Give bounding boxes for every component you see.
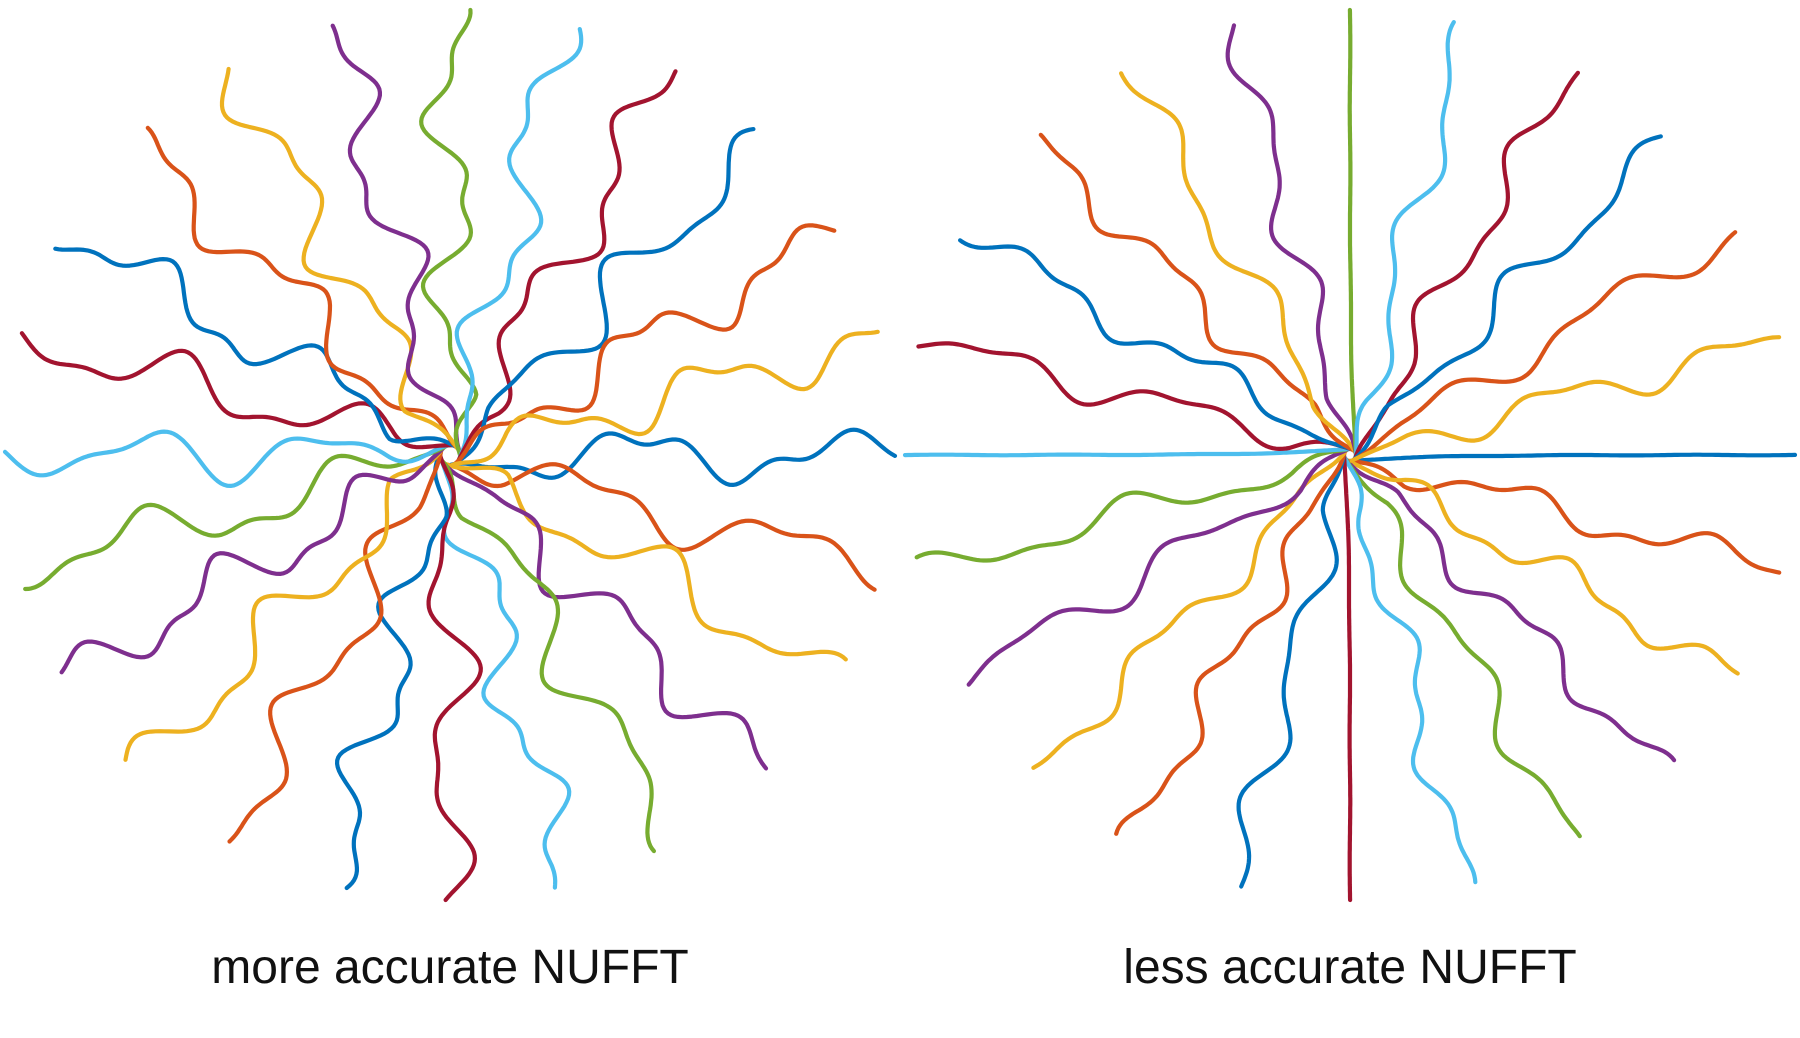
trajectory-spoke	[1236, 451, 1347, 889]
panel-more-accurate: more accurate NUFFT	[2, 7, 898, 994]
trajectory-spoke	[123, 445, 445, 762]
trajectory-spoke	[227, 447, 444, 844]
trajectory-spoke	[916, 341, 1354, 452]
trajectory-spoke	[1341, 452, 1353, 903]
trajectory-spoke	[450, 329, 880, 467]
trajectory-spoke	[1353, 70, 1580, 461]
trajectory-spoke	[335, 450, 449, 891]
trajectory-spoke	[454, 27, 584, 460]
trajectory-spoke	[1225, 23, 1358, 456]
trajectory-spoke	[19, 331, 455, 450]
trajectory-spoke	[1353, 20, 1456, 459]
radial-trajectory-diagram-less-accurate	[902, 7, 1798, 903]
trajectory-spoke	[1347, 7, 1359, 458]
trajectory-spoke	[23, 443, 450, 592]
trajectory-spoke	[914, 447, 1351, 563]
trajectory-spoke	[455, 127, 756, 465]
trajectory-spoke	[958, 238, 1356, 452]
trajectory-spoke	[440, 460, 769, 771]
trajectory-spoke	[447, 427, 898, 487]
trajectory-spoke	[426, 452, 483, 903]
trajectory-spoke	[2, 429, 453, 488]
trajectory-spoke	[1343, 457, 1677, 763]
trajectory-spoke	[1119, 71, 1358, 455]
trajectory-spoke	[445, 462, 877, 592]
trajectory-spoke	[59, 444, 448, 675]
trajectory-spoke	[1114, 449, 1347, 836]
trajectory-spoke	[53, 246, 458, 449]
radial-trajectory-diagram-more-accurate	[2, 7, 898, 903]
trajectory-spoke	[442, 461, 848, 662]
trajectory-spoke	[1347, 452, 1798, 464]
trajectory-spoke	[438, 455, 572, 890]
trajectory-spoke	[1352, 134, 1663, 462]
trajectory-spoke	[1342, 454, 1478, 885]
trajectory-spoke	[419, 7, 479, 458]
caption-more-accurate: more accurate NUFFT	[211, 941, 689, 994]
panel-less-accurate: less accurate NUFFT	[900, 0, 1800, 1038]
trajectory-spoke	[1346, 458, 1782, 575]
trajectory-spoke	[456, 69, 678, 463]
trajectory-spoke	[439, 457, 656, 854]
trajectory-spoke	[966, 447, 1350, 687]
trajectory-spoke	[1349, 335, 1782, 463]
caption-less-accurate: less accurate NUFFT	[1123, 941, 1577, 994]
trajectory-spoke	[1344, 458, 1740, 676]
trajectory-spoke	[145, 125, 460, 450]
trajectory-spoke	[1342, 455, 1582, 839]
trajectory-spoke	[1038, 132, 1357, 453]
trajectory-spoke	[902, 446, 1353, 458]
trajectory-spoke	[1350, 230, 1738, 463]
trajectory-spoke	[219, 66, 461, 453]
trajectory-spoke	[330, 23, 462, 455]
